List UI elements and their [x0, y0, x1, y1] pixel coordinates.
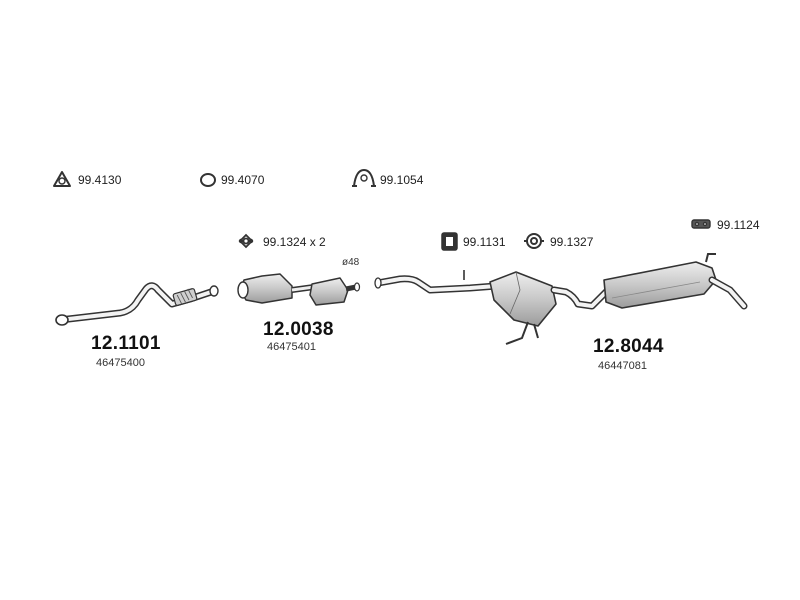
part-number-99-1327: 99.1327: [550, 235, 594, 249]
assembly-part-12-1101: 12.1101: [91, 333, 161, 354]
triangle-gasket-icon: [53, 171, 71, 187]
assembly-part-12-0038: 12.0038: [263, 319, 334, 340]
bolt-flange-icon: [238, 233, 254, 249]
rubber-mount-icon: [441, 232, 458, 251]
part-number-99-1324: 99.1324 x 2: [263, 235, 326, 249]
assembly-part-12-8044: 12.8044: [593, 336, 664, 357]
oem-number-46447081: 46447081: [598, 360, 647, 372]
oem-number-46475400: 46475400: [96, 357, 145, 369]
front-pipe-drawing: [55, 282, 219, 326]
part-number-99-4130: 99.4130: [78, 173, 122, 187]
part-number-99-4070: 99.4070: [221, 173, 265, 187]
part-number-99-1124: 99.1124: [717, 218, 760, 232]
mounting-strap-icon: [691, 219, 711, 229]
part-number-99-1054: 99.1054: [380, 173, 424, 187]
catalyst-drawing: [237, 273, 361, 306]
ring-hanger-icon: [524, 233, 544, 249]
oem-number-46475401: 46475401: [267, 341, 316, 353]
rear-system-drawing: [374, 253, 748, 345]
pipe-clamp-icon: [352, 168, 376, 187]
part-number-99-1131: 99.1131: [463, 235, 506, 249]
ring-gasket-icon: [200, 173, 216, 187]
diameter-label: ø48: [342, 257, 360, 268]
